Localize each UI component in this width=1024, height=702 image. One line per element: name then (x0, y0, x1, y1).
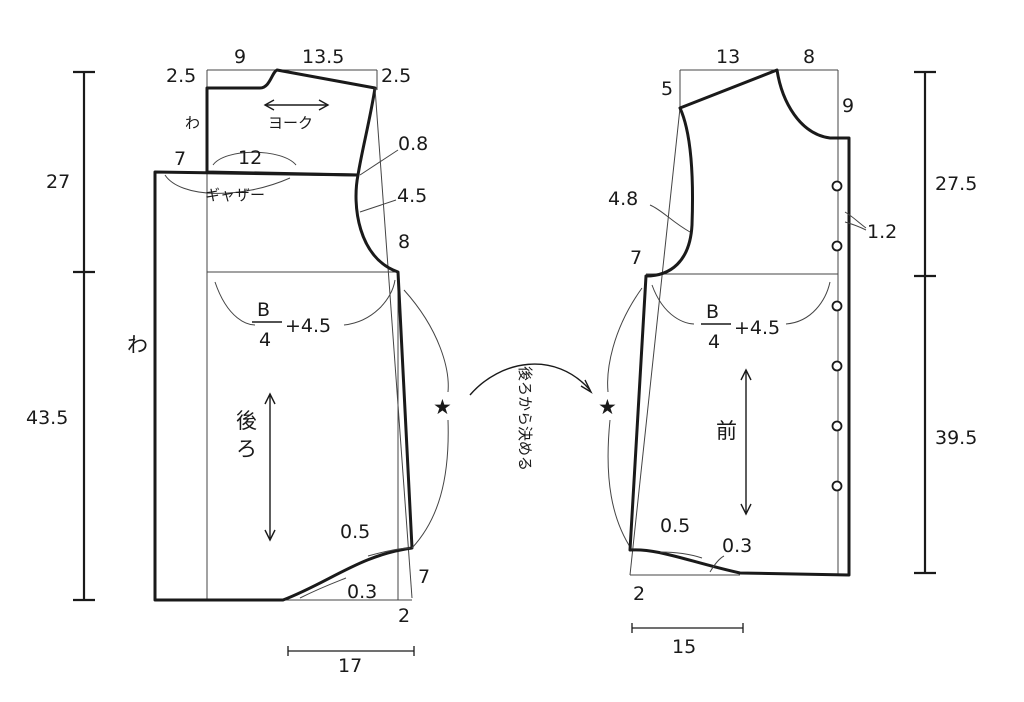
gather-width-label: 12 (238, 147, 262, 169)
back-height-dimension: 27 43.5 (26, 70, 95, 602)
yoke-top-b-label: 13.5 (302, 46, 344, 68)
front-hem-b-label: 0.3 (722, 535, 752, 557)
front-button-placement (831, 180, 843, 492)
front-height-dimension: 27.5 39.5 (914, 70, 977, 575)
back-hem-b-label: 0.3 (347, 581, 377, 603)
yoke-shoulder-drop-label: 2.5 (381, 65, 411, 87)
back-star-mark: ★ (433, 395, 452, 419)
front-hem-width-label: 15 (672, 636, 696, 658)
body-left-label: 7 (174, 148, 186, 170)
yoke-top-left-label: 2.5 (166, 65, 196, 87)
yoke-grain-label: ヨーク (268, 114, 313, 132)
front-neck-b-label: 8 (803, 46, 815, 68)
front-shoulder-drop-label: 5 (661, 78, 673, 100)
back-bust-numerator: B (257, 299, 270, 321)
back-piece-name-1: 後 (236, 409, 257, 433)
front-hem-ext-label: 2 (633, 583, 645, 605)
front-bust-numerator: B (706, 301, 719, 323)
front-neck-depth-label: 9 (842, 95, 854, 117)
button-mark (831, 480, 843, 492)
back-piece-name-2: ろ (236, 437, 257, 461)
back-hem-side-label: 7 (418, 566, 430, 588)
yoke-fold-mark: わ (185, 114, 200, 132)
button-mark (831, 300, 843, 312)
button-mark (831, 420, 843, 432)
side-seam-match: ★ 後ろから決める ★ (403, 287, 643, 551)
back-lower-height-label: 43.5 (26, 407, 68, 429)
front-upper-height-label: 27.5 (935, 173, 977, 195)
front-star-mark: ★ (598, 395, 617, 419)
front-bust-denominator: 4 (708, 331, 720, 353)
button-mark (831, 240, 843, 252)
back-hem-a-label: 0.5 (340, 521, 370, 543)
back-yoke: ヨーク わ 2.5 9 13.5 2.5 (166, 46, 411, 177)
front-bust-add-label: +4.5 (734, 317, 780, 339)
front-neck-a-label: 13 (716, 46, 740, 68)
front-lower-height-label: 39.5 (935, 427, 977, 449)
back-bust-denominator: 4 (259, 329, 271, 351)
gather-label: ギャザー (205, 186, 265, 204)
back-upper-height-label: 27 (46, 171, 70, 193)
button-offset-label: 1.2 (867, 221, 897, 243)
yoke-top-a-label: 9 (234, 46, 246, 68)
transfer-note-text: 後ろから決める (516, 366, 534, 471)
front-armhole-label: 4.8 (608, 188, 638, 210)
front-body: 13 8 5 9 4.8 7 B 4 +4.5 前 1.2 0.5 0.3 2 (608, 46, 897, 658)
back-hem-width-label: 17 (338, 655, 362, 677)
transfer-note: 後ろから決める (516, 366, 534, 471)
armhole-a-label: 0.8 (398, 133, 428, 155)
back-body: ギャザー 12 7 0.8 4.5 8 B 4 +4.5 わ 後 ろ 0.5 0… (127, 87, 430, 677)
back-hem-ext-label: 2 (398, 605, 410, 627)
button-mark (831, 180, 843, 192)
back-bust-add-label: +4.5 (285, 315, 331, 337)
side-top-label: 8 (398, 231, 410, 253)
front-side-top-label: 7 (630, 247, 642, 269)
armhole-b-label: 4.5 (397, 185, 427, 207)
body-fold-mark: わ (127, 333, 148, 357)
button-mark (831, 360, 843, 372)
front-hem-a-label: 0.5 (660, 515, 690, 537)
front-piece-name: 前 (716, 419, 737, 443)
